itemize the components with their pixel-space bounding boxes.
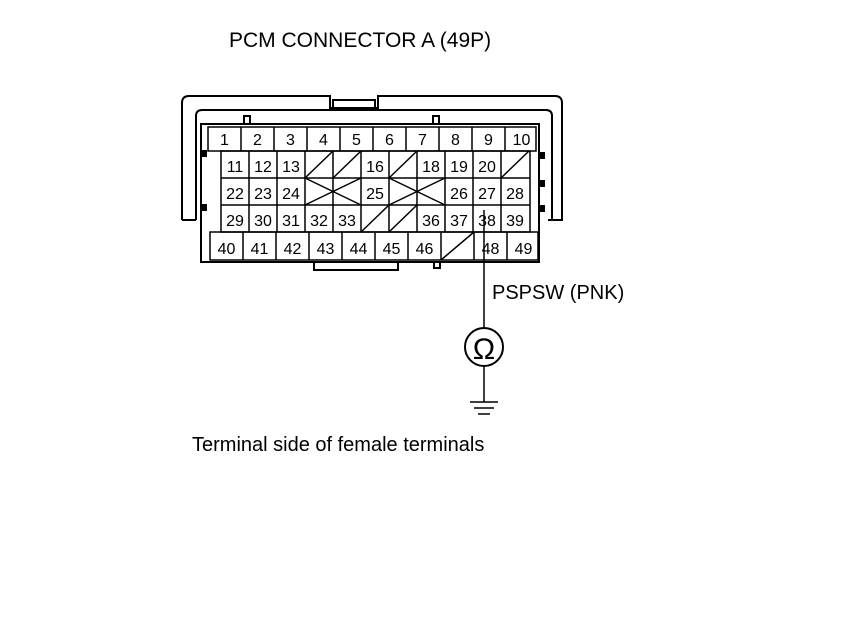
terminal-2: 2 — [253, 132, 262, 149]
terminal-42: 42 — [284, 241, 302, 258]
terminal-26: 26 — [450, 186, 468, 203]
terminal-16: 16 — [366, 159, 384, 176]
side-lock-right-2 — [539, 180, 545, 187]
terminal-25: 25 — [366, 186, 384, 203]
terminal-45: 45 — [383, 241, 401, 258]
empty-cavity-marks — [304, 150, 530, 261]
terminal-9: 9 — [484, 132, 493, 149]
side-lock-left-1 — [201, 150, 207, 157]
row-5-dividers — [242, 232, 508, 260]
terminal-6: 6 — [385, 132, 394, 149]
side-lock-left-2 — [201, 204, 207, 211]
terminal-48: 48 — [482, 241, 500, 258]
terminal-40: 40 — [218, 241, 236, 258]
terminal-12: 12 — [254, 159, 272, 176]
terminal-49: 49 — [515, 241, 533, 258]
terminal-39: 39 — [506, 213, 524, 230]
terminal-31: 31 — [282, 213, 300, 230]
test-lead — [464, 210, 504, 402]
terminal-3: 3 — [286, 132, 295, 149]
terminal-18: 18 — [422, 159, 440, 176]
terminal-4: 4 — [319, 132, 328, 149]
terminal-43: 43 — [317, 241, 335, 258]
rows-2-4-dividers — [248, 151, 502, 232]
row-5-frame — [209, 231, 539, 261]
terminal-23: 23 — [254, 186, 272, 203]
key-tab-left — [243, 115, 251, 125]
terminal-46: 46 — [416, 241, 434, 258]
terminal-44: 44 — [350, 241, 368, 258]
terminal-30: 30 — [254, 213, 272, 230]
key-tab-bottom — [433, 262, 441, 269]
terminal-grid — [207, 126, 539, 261]
connector-title: PCM CONNECTOR A (49P) — [229, 29, 492, 52]
connector-face — [200, 123, 540, 263]
terminal-24: 24 — [282, 186, 300, 203]
terminal-22: 22 — [226, 186, 244, 203]
wire-label: PSPSW (PNK) — [492, 282, 625, 304]
terminal-13: 13 — [282, 159, 300, 176]
connector-housing — [181, 95, 563, 271]
terminal-41: 41 — [251, 241, 269, 258]
terminal-27: 27 — [478, 186, 496, 203]
top-latch — [332, 99, 376, 111]
terminal-29: 29 — [226, 213, 244, 230]
key-tab-right — [432, 115, 440, 125]
terminal-10: 10 — [513, 132, 531, 149]
side-lock-right-3 — [539, 205, 545, 212]
side-locks — [201, 150, 545, 212]
terminal-33: 33 — [338, 213, 356, 230]
housing-outer — [181, 95, 563, 221]
terminal-37: 37 — [450, 213, 468, 230]
terminal-8: 8 — [451, 132, 460, 149]
terminal-36: 36 — [422, 213, 440, 230]
terminal-7: 7 — [418, 132, 427, 149]
terminal-5: 5 — [352, 132, 361, 149]
terminal-1: 1 — [220, 132, 229, 149]
row-1-dividers — [240, 127, 506, 151]
terminal-28: 28 — [506, 186, 524, 203]
terminal-11: 11 — [227, 159, 244, 176]
ground-icon — [470, 401, 498, 415]
terminal-38: 38 — [478, 213, 496, 230]
bottom-latch — [313, 262, 399, 271]
terminal-32: 32 — [310, 213, 328, 230]
terminal-20: 20 — [478, 159, 496, 176]
ohmmeter-icon: Ω — [473, 333, 495, 366]
side-lock-right-1 — [539, 152, 545, 159]
terminal-19: 19 — [450, 159, 468, 176]
terminal-side-caption: Terminal side of female terminals — [192, 434, 485, 456]
